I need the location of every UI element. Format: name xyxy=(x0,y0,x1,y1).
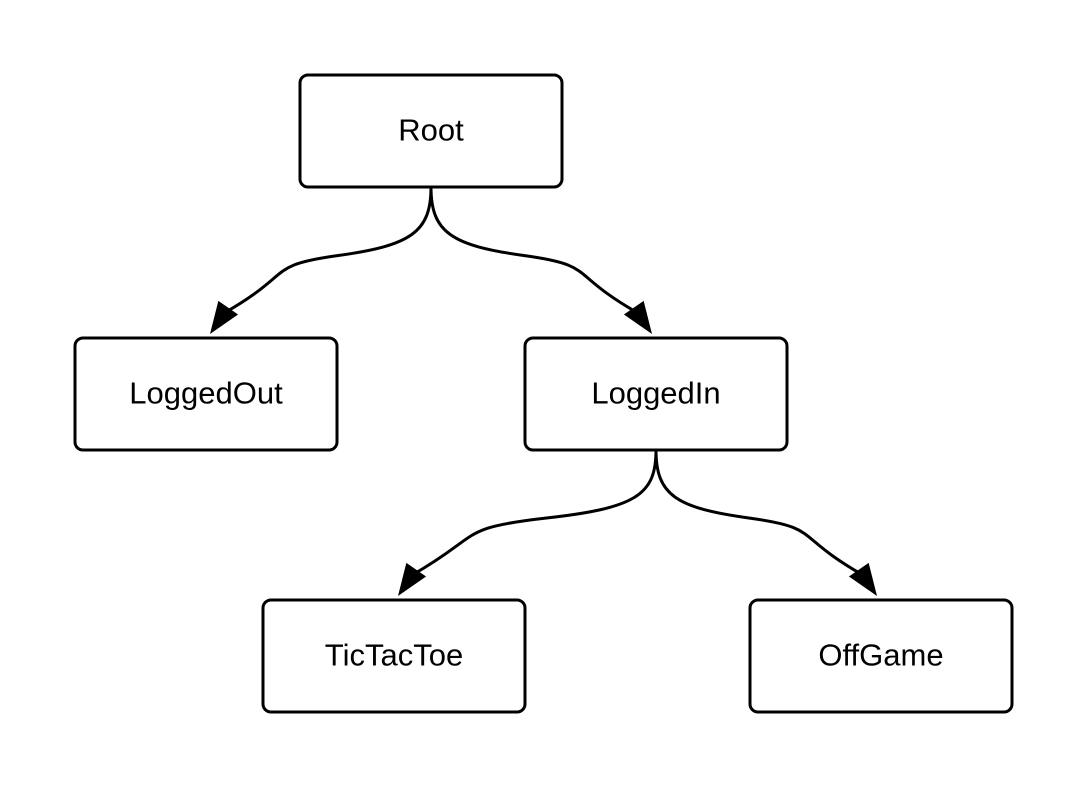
arrow-head-icon xyxy=(210,300,239,334)
arrow-head-icon xyxy=(848,562,877,596)
edge-loggedin-to-offgame xyxy=(654,449,877,596)
node-box xyxy=(73,336,339,452)
node-label: Root xyxy=(398,113,464,148)
edge-line xyxy=(412,449,658,576)
node-tictactoe: TicTacToe xyxy=(261,598,527,714)
arrow-head-icon xyxy=(398,562,427,596)
node-label: LoggedIn xyxy=(591,376,720,411)
node-label: TicTacToe xyxy=(325,638,463,673)
node-loggedin: LoggedIn xyxy=(523,336,789,452)
edge-loggedin-to-tictactoe xyxy=(398,449,658,596)
arrow-head-icon xyxy=(623,300,652,334)
node-box xyxy=(261,598,527,714)
node-box xyxy=(748,598,1014,714)
node-offgame: OffGame xyxy=(748,598,1014,714)
edge-root-to-loggedout xyxy=(210,186,433,334)
node-label: OffGame xyxy=(818,638,943,673)
edges-layer xyxy=(210,186,877,596)
edge-root-to-loggedin xyxy=(429,186,652,334)
edge-line xyxy=(654,449,863,576)
node-loggedout: LoggedOut xyxy=(73,336,339,452)
node-box xyxy=(298,73,564,189)
edge-line xyxy=(224,186,433,314)
node-label: LoggedOut xyxy=(129,376,283,411)
node-box xyxy=(523,336,789,452)
node-root: Root xyxy=(298,73,564,189)
edge-line xyxy=(429,186,638,314)
